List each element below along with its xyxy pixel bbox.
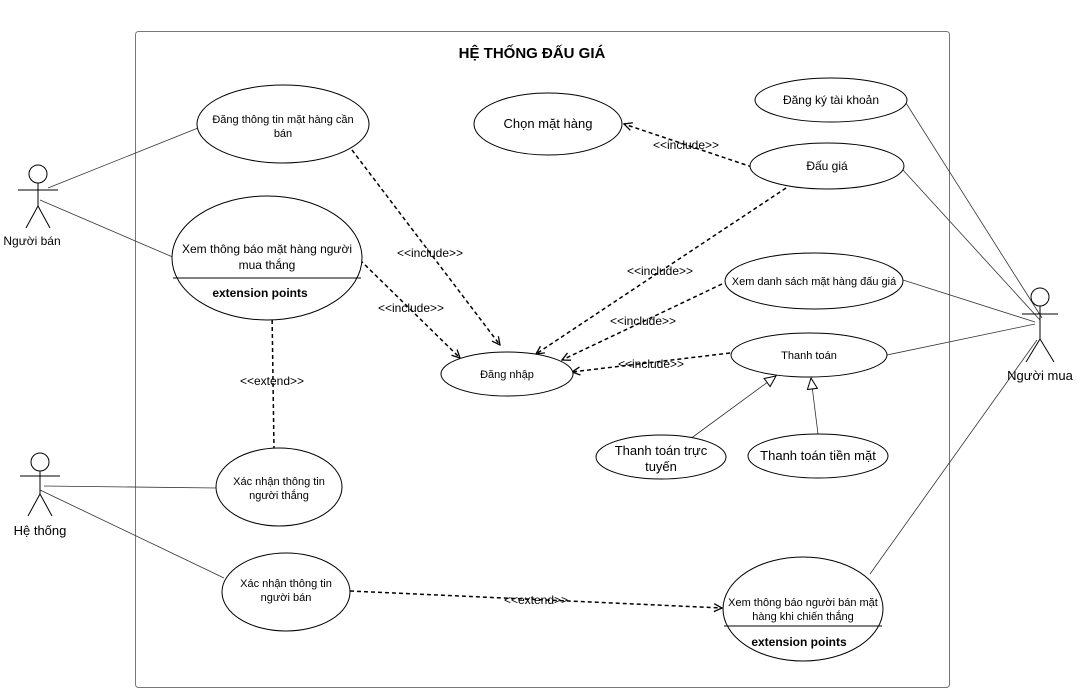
actor-buyer[interactable]: Người mua (1007, 287, 1074, 383)
use-case-label: Xác nhận thông tin (240, 578, 332, 590)
use-case-label: Thanh toán trực (615, 443, 708, 458)
use-case-label: người bán (261, 592, 312, 604)
use-case-payment[interactable]: Thanh toán (730, 332, 888, 378)
use-case-choose-item[interactable]: Chọn mặt hàng (473, 92, 623, 156)
use-case-view-auction-list[interactable]: Xem danh sách mặt hàng đấu giá (724, 252, 904, 310)
include-label: <<include>> (378, 301, 444, 315)
use-case-label: mua thắng (239, 257, 296, 272)
use-case-bid[interactable]: Đấu giá (749, 142, 905, 190)
extend-label: <<extend>> (240, 374, 304, 388)
use-case-post-item[interactable]: Đăng thông tin mặt hàng cần bán (196, 84, 370, 164)
use-case-register[interactable]: Đăng ký tài khoản (754, 77, 908, 123)
include-label: <<include>> (653, 138, 719, 152)
use-case-label: Đăng thông tin mặt hàng cần (212, 114, 353, 126)
include-label: <<include>> (618, 357, 684, 371)
use-case-label: Thanh toán (781, 350, 837, 362)
actor-label: Hệ thống (14, 523, 67, 538)
dependencies (272, 124, 787, 608)
use-case-label: Xác nhận thông tin (233, 476, 325, 488)
use-case-label: Đăng ký tài khoản (783, 93, 879, 107)
use-case-cash-payment[interactable]: Thanh toán tiền mặt (747, 433, 889, 479)
use-case-confirm-winner[interactable]: Xác nhận thông tin người thắng (215, 447, 343, 527)
use-case-label: Xem thông báo mặt hàng người (182, 242, 352, 256)
relation-labels: <<include>> <<include>> <<include>> <<in… (240, 138, 719, 607)
use-case-view-winner-notice[interactable]: Xem thông báo mặt hàng người mua thắng e… (171, 195, 363, 321)
use-case-label: Xem danh sách mặt hàng đấu giá (732, 276, 897, 288)
use-case-label: tuyến (645, 459, 677, 474)
use-case-label: bán (274, 128, 292, 140)
extend-label: <<extend>> (504, 593, 568, 607)
use-case-label: Đăng nhập (480, 369, 534, 381)
use-case-label: Xem thông báo người bán mặt (728, 597, 878, 609)
actor-seller[interactable]: Người bán (3, 164, 61, 248)
use-case-online-payment[interactable]: Thanh toán trực tuyến (595, 434, 727, 480)
generalizations (685, 375, 819, 443)
actor-label: Người mua (1007, 368, 1073, 383)
use-case-label: Chọn mặt hàng (504, 116, 593, 131)
include-label: <<include>> (397, 246, 463, 260)
use-case-label: Thanh toán tiền mặt (760, 448, 876, 463)
include-label: <<include>> (610, 314, 676, 328)
associations (39, 102, 1043, 579)
actor-label: Người bán (3, 234, 60, 248)
actor-system[interactable]: Hệ thống (14, 452, 67, 538)
use-case-login[interactable]: Đăng nhập (440, 351, 574, 397)
use-case-label: người thắng (249, 489, 309, 502)
use-case-label: Đấu giá (806, 159, 848, 173)
include-label: <<include>> (627, 264, 693, 278)
use-case-confirm-seller[interactable]: Xác nhận thông tin người bán (221, 552, 351, 632)
use-case-label: hàng khi chiến thắng (752, 610, 854, 623)
use-case-view-seller-notice[interactable]: Xem thông báo người bán mặt hàng khi chi… (722, 556, 884, 662)
system-title: HỆ THỐNG ĐẤU GIÁ (459, 44, 606, 62)
extension-points-label: extension points (751, 635, 847, 649)
extension-points-label: extension points (212, 286, 308, 300)
